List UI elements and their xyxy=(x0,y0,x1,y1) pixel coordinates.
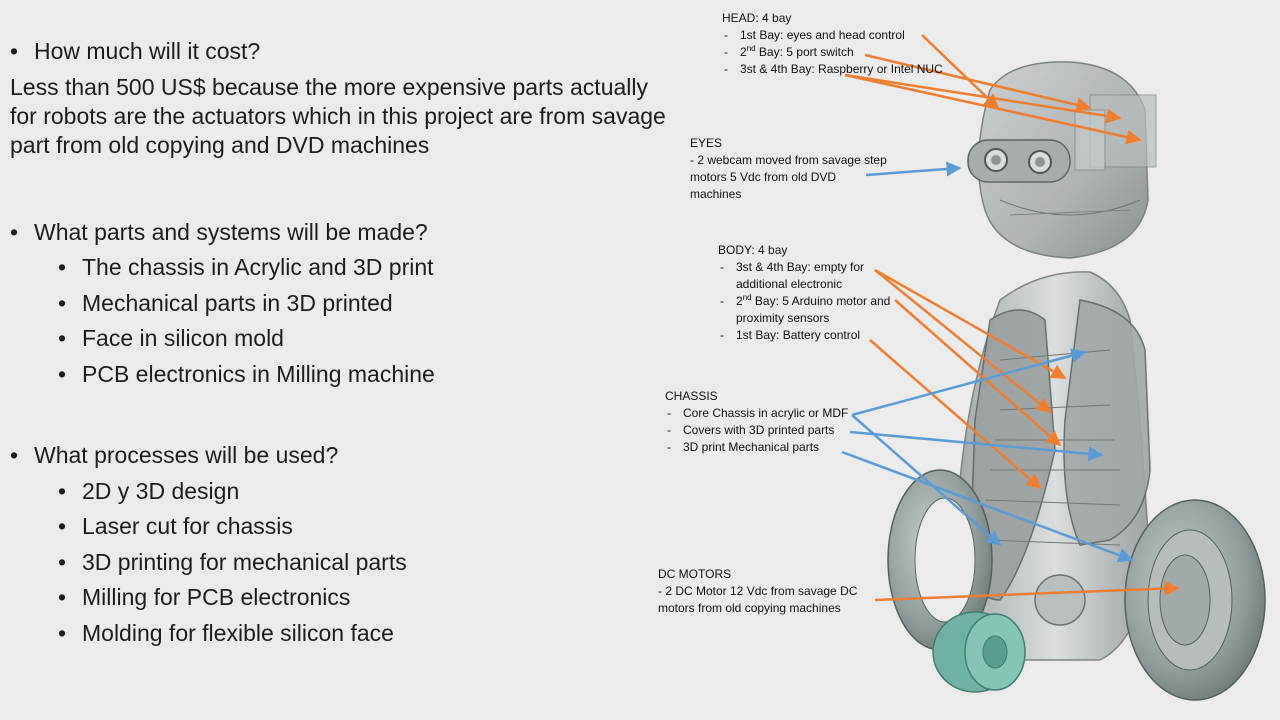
process-item: 3D printing for mechanical parts xyxy=(10,545,680,581)
motors-line: - 2 DC Motor 12 Vdc from savage DC xyxy=(658,584,858,598)
process-item: 2D y 3D design xyxy=(10,474,680,510)
body-item: 1st Bay: Battery control xyxy=(718,327,890,344)
process-item: Laser cut for chassis xyxy=(10,509,680,545)
parts-item: The chassis in Acrylic and 3D print xyxy=(10,250,680,286)
body-item-cont: proximity sensors xyxy=(736,311,830,325)
eyes-line: motors 5 Vdc from old DVD xyxy=(690,170,837,184)
process-item: Molding for flexible silicon face xyxy=(10,616,680,652)
chassis-annotation: CHASSIS Core Chassis in acrylic or MDF C… xyxy=(665,388,848,456)
motors-line: motors from old copying machines xyxy=(658,601,841,615)
parts-item: Mechanical parts in 3D printed xyxy=(10,286,680,322)
process-item: Milling for PCB electronics xyxy=(10,580,680,616)
cost-answer: Less than 500 US$ because the more expen… xyxy=(10,73,666,158)
head-item: 2nd Bay: 5 port switch xyxy=(722,44,943,61)
left-text-column: How much will it cost? Less than 500 US$… xyxy=(10,34,680,651)
chassis-item: Core Chassis in acrylic or MDF xyxy=(665,405,848,422)
head-annotation: HEAD: 4 bay 1st Bay: eyes and head contr… xyxy=(722,10,943,78)
motors-title: DC MOTORS xyxy=(658,567,732,581)
robot-head xyxy=(967,61,1157,259)
parts-item: PCB electronics in Milling machine xyxy=(10,357,680,393)
body-item: 2nd Bay: 5 Arduino motor and xyxy=(718,293,890,310)
blue-arrows xyxy=(841,161,1134,563)
body-item: 3st & 4th Bay: empty for xyxy=(718,259,890,276)
eyes-annotation: EYES - 2 webcam moved from savage step m… xyxy=(690,135,887,203)
chassis-title: CHASSIS xyxy=(665,389,718,403)
eyes-line: machines xyxy=(690,187,742,201)
head-item: 3st & 4th Bay: Raspberry or Intel NUC xyxy=(722,61,943,78)
head-item: 1st Bay: eyes and head control xyxy=(722,27,943,44)
bullet-processes-question: What processes will be used? xyxy=(10,438,680,474)
bullet-parts-question: What parts and systems will be made? xyxy=(10,215,680,251)
bullet-cost-question: How much will it cost? xyxy=(10,34,680,70)
chassis-item: 3D print Mechanical parts xyxy=(665,439,848,456)
robot-body xyxy=(959,271,1151,661)
parts-item: Face in silicon mold xyxy=(10,321,680,357)
eyes-title: EYES xyxy=(690,136,723,150)
body-annotation: BODY: 4 bay 3st & 4th Bay: empty for add… xyxy=(718,242,890,344)
body-item-cont: additional electronic xyxy=(736,277,843,291)
head-title: HEAD: 4 bay xyxy=(722,11,792,25)
body-title: BODY: 4 bay xyxy=(718,243,788,257)
motors-annotation: DC MOTORS - 2 DC Motor 12 Vdc from savag… xyxy=(658,566,857,617)
chassis-item: Covers with 3D printed parts xyxy=(665,422,848,439)
eyes-line: - 2 webcam moved from savage step xyxy=(690,153,887,167)
